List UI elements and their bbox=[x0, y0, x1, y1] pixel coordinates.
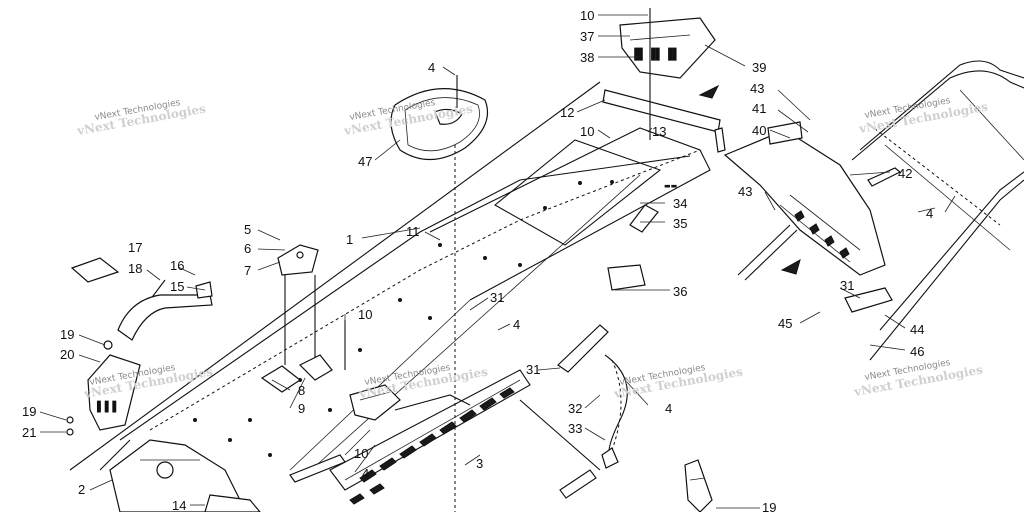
callout-12: 12 bbox=[560, 105, 574, 120]
callout-18: 18 bbox=[128, 261, 142, 276]
deck-holes bbox=[193, 180, 614, 457]
hitch-bracket: ▐▌▐▌▐▌ bbox=[602, 8, 726, 153]
callout-32: 32 bbox=[568, 401, 582, 416]
handle-bracket bbox=[260, 244, 333, 393]
callout-17: 17 bbox=[128, 240, 142, 255]
leader-lines bbox=[39, 14, 956, 509]
callout-47: 47 bbox=[358, 154, 372, 169]
callout-21: 21 bbox=[22, 425, 36, 440]
svg-text:▐▌▐▌▐▌: ▐▌▐▌▐▌ bbox=[630, 47, 681, 61]
callout-7: 7 bbox=[244, 263, 251, 278]
lower-right-bracket bbox=[684, 459, 713, 512]
callout-40: 40 bbox=[752, 123, 766, 138]
callout-45: 45 bbox=[778, 316, 792, 331]
callout-6: 6 bbox=[244, 241, 251, 256]
callout-31: 31 bbox=[526, 362, 540, 377]
callout-44: 44 bbox=[910, 322, 924, 337]
left-side-parts: ▐▐▐ bbox=[66, 257, 213, 436]
callout-10: 10 bbox=[580, 8, 594, 23]
rear-bumper bbox=[844, 60, 1024, 361]
callout-2: 2 bbox=[78, 482, 85, 497]
callout-35: 35 bbox=[673, 216, 687, 231]
callout-4: 4 bbox=[428, 60, 435, 75]
callout-46: 46 bbox=[910, 344, 924, 359]
callout-10: 10 bbox=[580, 124, 594, 139]
storage-bag bbox=[390, 75, 489, 161]
rear-flap-assembly bbox=[723, 121, 902, 281]
callout-4: 4 bbox=[513, 317, 520, 332]
callout-9: 9 bbox=[298, 401, 305, 416]
center-bracket bbox=[344, 145, 471, 512]
callout-labels: 10 37 38 39 4 12 10 13 47 1 11 34 35 36 … bbox=[22, 8, 933, 512]
callout-34: 34 bbox=[673, 196, 687, 211]
callout-31: 31 bbox=[840, 278, 854, 293]
callout-33: 33 bbox=[568, 421, 582, 436]
callout-38: 38 bbox=[580, 50, 594, 65]
callout-20: 20 bbox=[60, 347, 74, 362]
callout-5: 5 bbox=[244, 222, 251, 237]
callout-11: 11 bbox=[406, 224, 420, 239]
callout-13: 13 bbox=[652, 124, 666, 139]
callout-4: 4 bbox=[926, 206, 933, 221]
callout-14: 14 bbox=[172, 498, 186, 512]
callout-1: 1 bbox=[346, 232, 353, 247]
callout-16: 16 bbox=[170, 258, 184, 273]
callout-4: 4 bbox=[665, 401, 672, 416]
callout-15: 15 bbox=[170, 279, 184, 294]
callout-19: 19 bbox=[762, 500, 776, 512]
front-frame bbox=[109, 439, 346, 512]
svg-text:▬▬: ▬▬ bbox=[664, 182, 677, 190]
callout-3: 3 bbox=[476, 456, 483, 471]
callout-10: 10 bbox=[358, 307, 372, 322]
running-board bbox=[329, 369, 601, 505]
direction-arrow-upper bbox=[698, 84, 720, 99]
tie-strap bbox=[557, 264, 646, 469]
svg-text:▐▐▐: ▐▐▐ bbox=[93, 400, 116, 413]
callout-42: 42 bbox=[898, 166, 912, 181]
callout-31: 31 bbox=[490, 290, 504, 305]
callout-19: 19 bbox=[22, 404, 36, 419]
callout-19: 19 bbox=[60, 327, 74, 342]
callout-39: 39 bbox=[752, 60, 766, 75]
callout-10: 10 bbox=[354, 446, 368, 461]
callout-36: 36 bbox=[673, 284, 687, 299]
callout-37: 37 bbox=[580, 29, 594, 44]
direction-arrow-lower bbox=[780, 258, 801, 275]
callout-41: 41 bbox=[752, 101, 766, 116]
callout-4: 4 bbox=[362, 466, 369, 481]
callout-43: 43 bbox=[750, 81, 764, 96]
callout-8: 8 bbox=[298, 383, 305, 398]
callout-43: 43 bbox=[738, 184, 752, 199]
